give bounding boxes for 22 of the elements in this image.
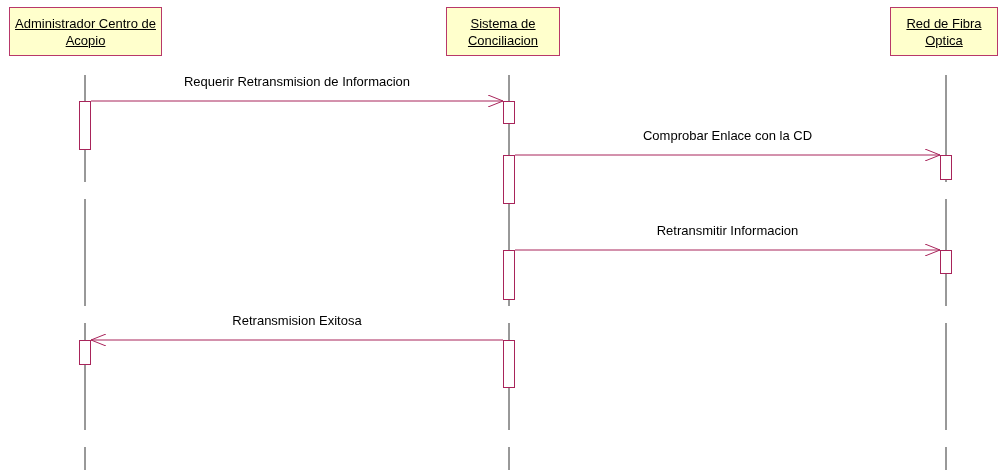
message-arrow [90,333,504,347]
activation-bar [79,101,91,150]
activation-bar [503,340,515,388]
activation-bar [79,340,91,365]
message-arrow [90,94,504,108]
message-arrow [514,243,941,257]
object-name: Red de Fibra Optica [905,14,983,49]
message-label: Retransmitir Informacion [656,223,799,239]
message-arrow [514,148,941,162]
message-label: Retransmision Exitosa [232,313,362,329]
message-label: Requerir Retransmision de Informacion [183,74,411,90]
activation-bar [503,155,515,204]
object-name: Administrador Centro de Acopio [14,14,157,49]
activation-bar [940,155,952,180]
message-label: Comprobar Enlace con la CD [642,128,813,144]
object-name: Sistema de Conciliacion [466,14,540,49]
activation-bar [940,250,952,274]
object-box [9,7,162,56]
activation-bar [503,250,515,300]
activation-bar [503,101,515,124]
object-box [890,7,998,56]
object-box [446,7,560,56]
